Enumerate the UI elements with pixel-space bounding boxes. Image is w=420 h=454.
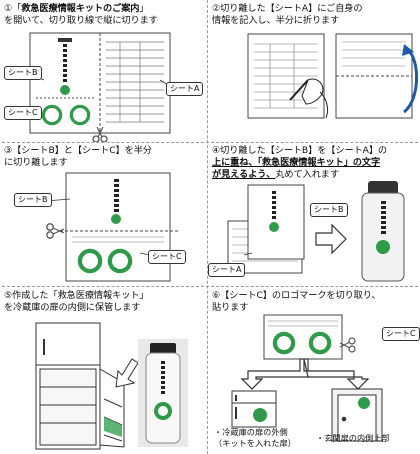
scissors-icon	[339, 337, 356, 353]
step-4-text: ④切り離した【シートB】を【シートA】の 上に重ね、「救急医療情報キット」の文字…	[212, 145, 388, 180]
refrigerator-icon	[35, 322, 125, 450]
step-5-illustration	[35, 322, 188, 450]
column-divider	[207, 0, 208, 454]
scissors-icon	[46, 223, 65, 239]
sheet-a-label: シートA	[166, 82, 204, 96]
step-1-text: ①「救急医療情報キットのご案内」 を開いて、切り取り線で縦に切ります	[4, 3, 158, 26]
step-1-illustration	[29, 32, 171, 142]
caption-fridge-outer: ・冷蔵庫の扉の外側 （キットを入れた扉）	[214, 427, 296, 448]
step-3-panel: ③【シートB】と【シートC】を半分 に切り離します シートB シートC	[0, 143, 207, 286]
sheet-b-label: シートB	[4, 66, 42, 80]
row-divider-2	[2, 286, 418, 287]
scissors-icon	[92, 126, 108, 142]
sheet-b-label: シートB	[310, 203, 348, 217]
kit-bottle-photo	[138, 339, 188, 447]
step-6-illustration	[231, 314, 383, 442]
step-4-panel: ④切り離した【シートB】を【シートA】の 上に重ね、「救急医療情報キット」の文字…	[208, 143, 420, 286]
step-6-panel: ⑥【シートC】のロゴマークを切り取り、 貼ります	[208, 287, 420, 454]
sheet-a-label: シートA	[208, 263, 246, 277]
sheet-c-label: シートC	[382, 327, 420, 341]
sheet-c-label: シートC	[148, 250, 186, 264]
step-3-text: ③【シートB】と【シートC】を半分 に切り離します	[4, 145, 152, 168]
hand-pen-icon	[289, 78, 329, 119]
sheet-c-label: シートC	[4, 106, 42, 120]
step-5-panel: ⑤作成した「救急医療情報キット」 を冷蔵庫の扉の内側に保管します	[0, 287, 207, 454]
step-3-illustration	[45, 172, 178, 282]
step-5-text: ⑤作成した「救急医療情報キット」 を冷蔵庫の扉の内側に保管します	[4, 290, 149, 313]
sheet-b-label: シートB	[14, 193, 52, 207]
step-2-panel: ②切り離した【シートA】にご自身の 情報を記入し、半分に折ります	[208, 0, 420, 142]
row-divider-1	[2, 142, 418, 143]
step-2-illustration	[247, 33, 419, 119]
step-4-illustration	[227, 181, 405, 282]
step-6-text: ⑥【シートC】のロゴマークを切り取り、 貼ります	[212, 290, 381, 313]
step-2-text: ②切り離した【シートA】にご自身の 情報を記入し、半分に折ります	[212, 3, 363, 26]
step-1-panel: ①「救急医療情報キットのご案内」 を開いて、切り取り線で縦に切ります	[0, 0, 207, 142]
refrigerator-outer-icon	[231, 390, 277, 428]
kit-bottle-icon	[361, 181, 405, 282]
caption-entrance-inner: ・玄関扉の内側上部	[316, 433, 390, 443]
